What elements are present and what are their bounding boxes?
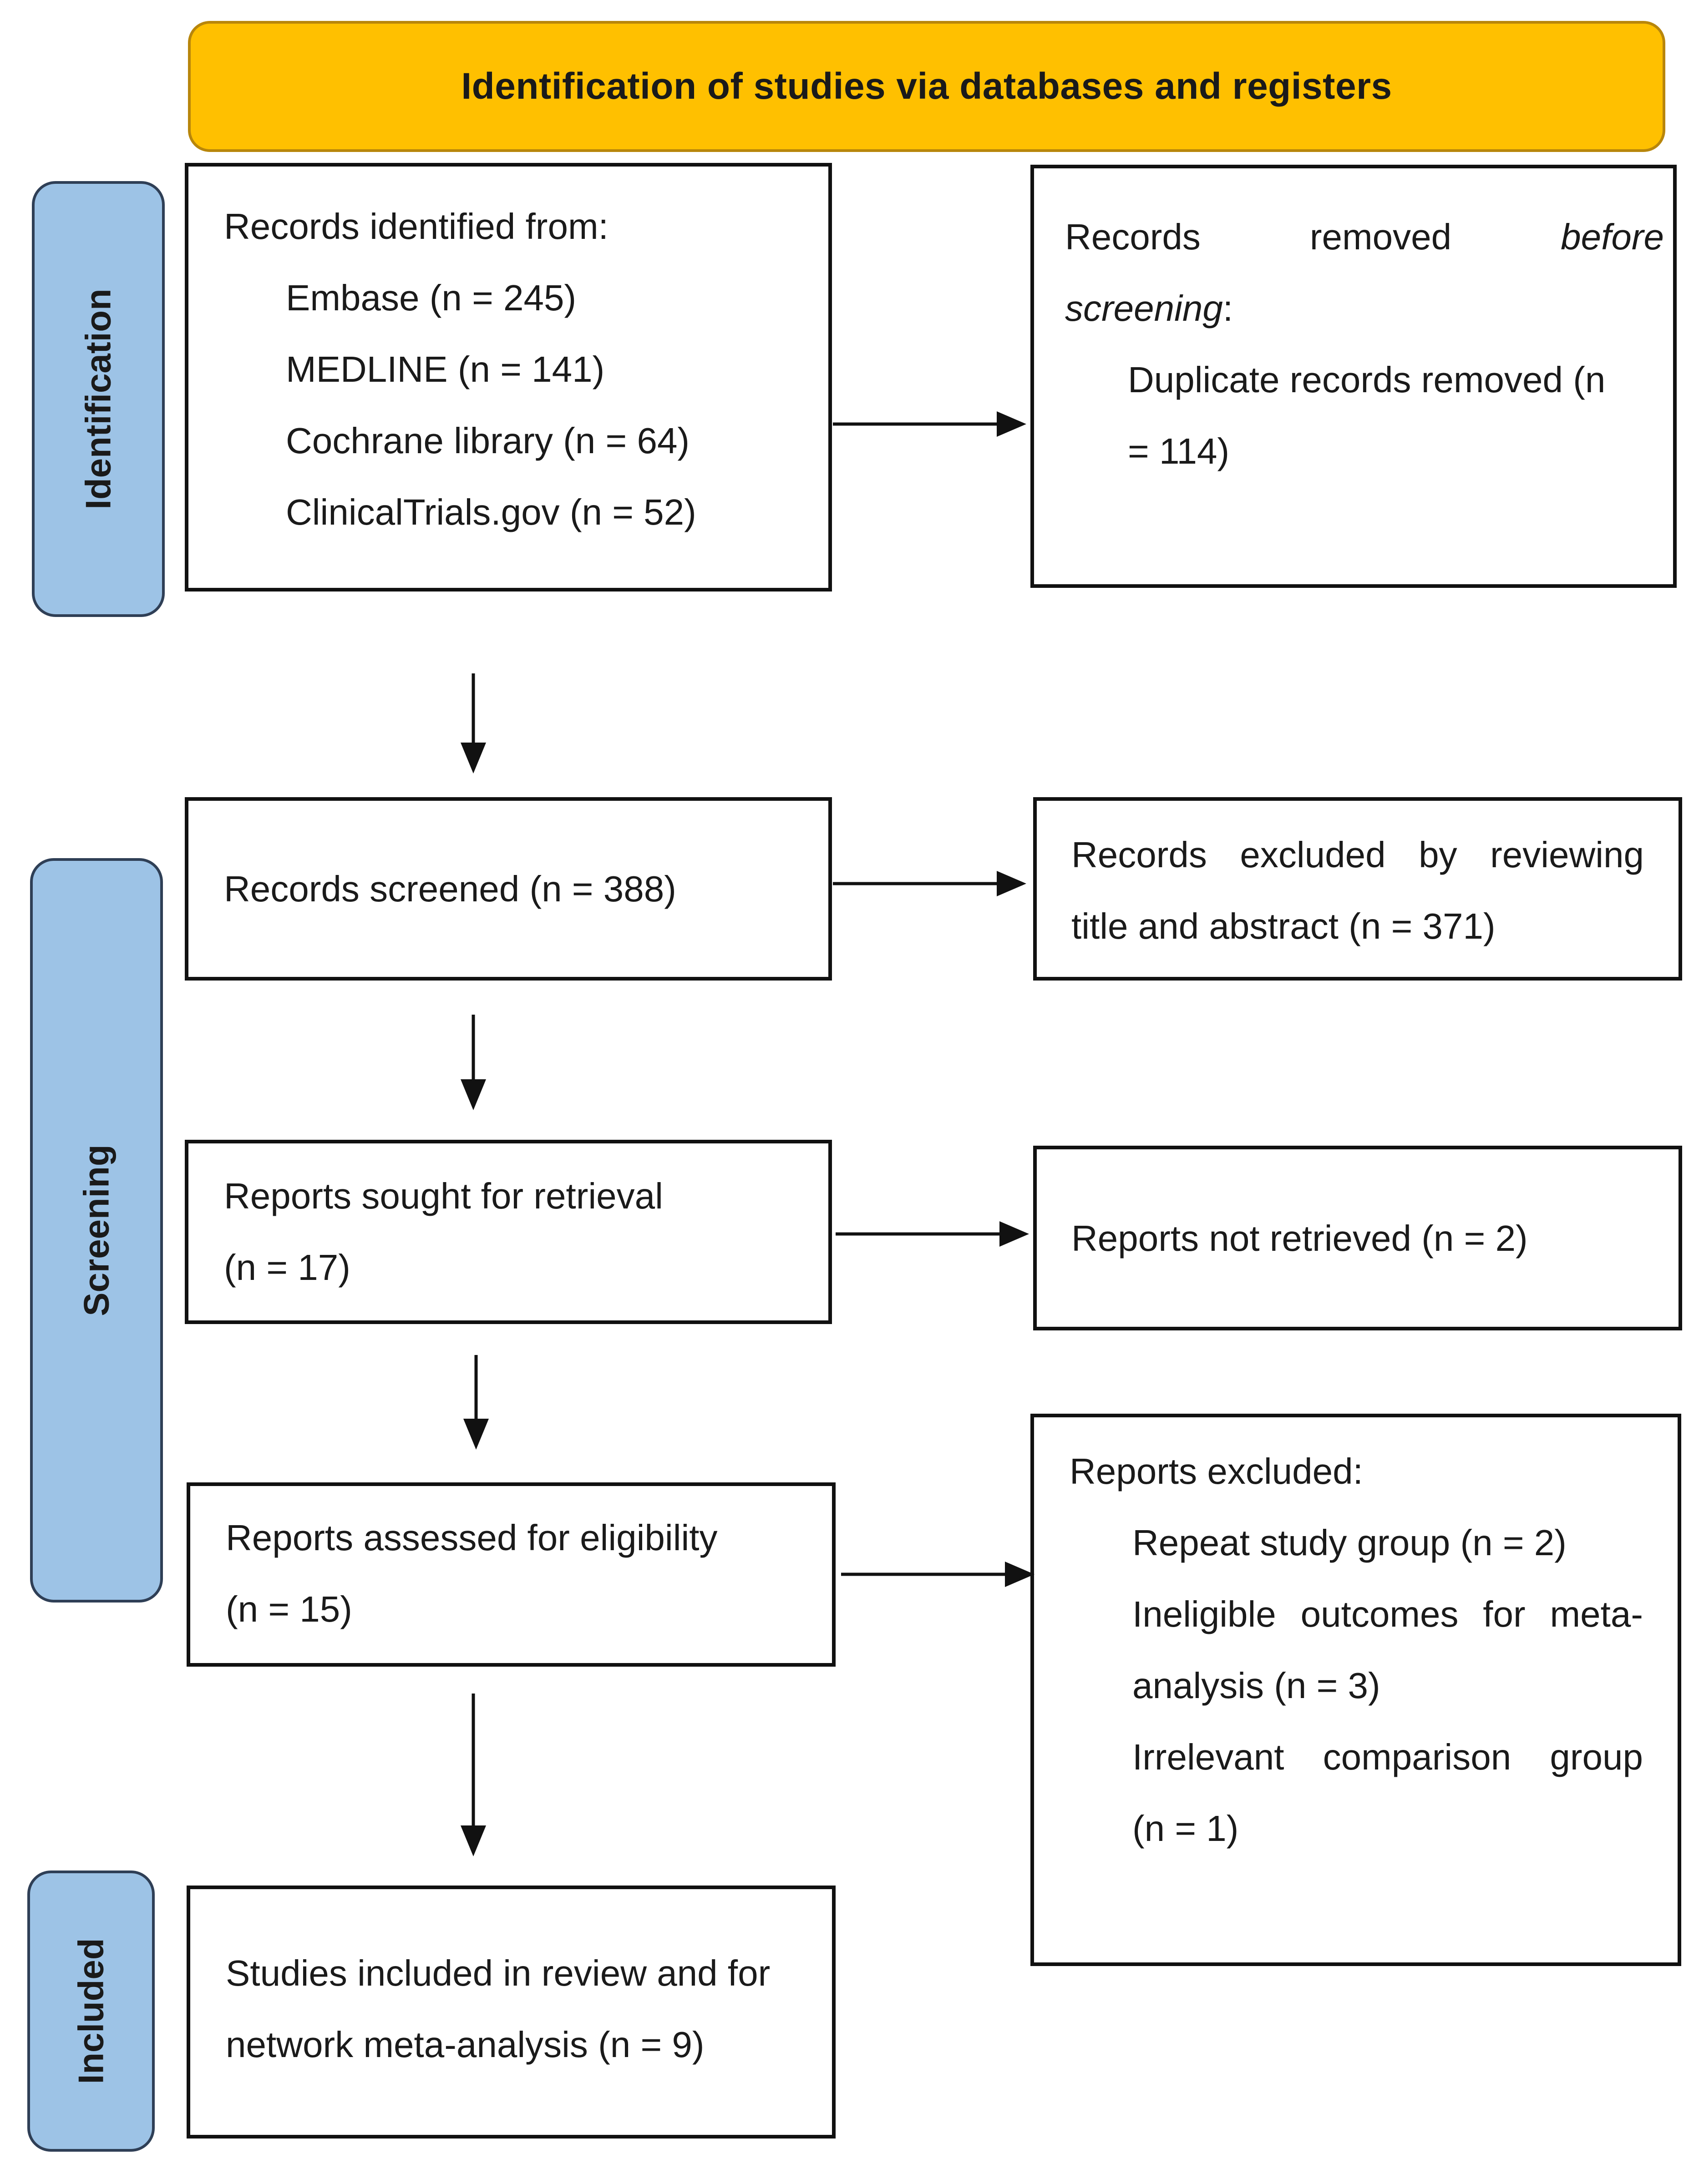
reports-excluded-reason-3-line1: Irrelevant comparison group — [1132, 1737, 1643, 1777]
source-clinicaltrials: ClinicalTrials.gov (n = 52) — [286, 492, 696, 532]
stage-identification: Identification — [32, 181, 165, 617]
reports-assessed-line1: Reports assessed for eligibility — [226, 1517, 718, 1558]
records-removed-box — [1030, 165, 1677, 588]
duplicates-line2: = 114) — [1128, 431, 1230, 471]
reports-excluded-reason-2-line1: Ineligible outcomes for meta- — [1132, 1594, 1643, 1634]
records-removed-line1-text: Records removed before — [1065, 201, 1664, 273]
records-removed-screening: screening — [1065, 288, 1223, 329]
reports-sought-box: Reports sought for retrieval (n = 17) — [185, 1140, 832, 1324]
arrowhead-sought — [461, 1079, 486, 1110]
records-screened-box: Records screened (n = 388) — [185, 797, 832, 981]
stage-label-identification: Identification — [78, 288, 118, 510]
arrowhead-included — [461, 1825, 486, 1856]
studies-included-line2: network meta-analysis (n = 9) — [226, 2024, 705, 2065]
records-identified-heading: Records identified from: — [224, 206, 609, 247]
stage-label-included: Included — [71, 1938, 111, 2084]
reports-assessed-line2: (n = 15) — [226, 1589, 352, 1629]
records-removed-colon: : — [1222, 288, 1233, 329]
records-removed-records: Records — [1065, 217, 1201, 257]
records-removed-line2: screening: — [1065, 273, 1664, 344]
reports-sought-line1: Reports sought for retrieval — [224, 1176, 663, 1216]
studies-included-box: Studies included in review and for netwo… — [187, 1886, 836, 2138]
reports-not-retrieved-box: Reports not retrieved (n = 2) — [1033, 1146, 1682, 1330]
records-excluded-line1: Records excluded by reviewing — [1071, 834, 1644, 875]
stage-screening: Screening — [30, 858, 163, 1603]
records-removed-before: before — [1561, 217, 1664, 257]
arrowhead-screened — [461, 743, 486, 774]
reports-sought-line2: (n = 17) — [224, 1247, 350, 1288]
reports-not-retrieved-text: Reports not retrieved (n = 2) — [1071, 1218, 1528, 1259]
arrowhead-assessed — [463, 1419, 489, 1450]
header-title: Identification of studies via databases … — [461, 66, 1392, 107]
records-excluded-line2: title and abstract (n = 371) — [1071, 906, 1496, 946]
reports-excluded-reason-1: Repeat study group (n = 2) — [1132, 1522, 1567, 1563]
records-screened-text: Records screened (n = 388) — [224, 869, 676, 909]
stage-included: Included — [27, 1871, 155, 2152]
source-embase: Embase (n = 245) — [286, 278, 577, 318]
duplicates-line1: Duplicate records removed (n — [1128, 359, 1606, 400]
reports-excluded-heading: Reports excluded: — [1070, 1451, 1363, 1491]
records-removed-text: Records removed before screening: Duplic… — [1065, 201, 1664, 487]
reports-excluded-reason-3-line2: (n = 1) — [1132, 1808, 1239, 1849]
source-cochrane: Cochrane library (n = 64) — [286, 420, 690, 461]
records-identified-box: Records identified from: Embase (n = 245… — [185, 163, 832, 592]
arrowhead-removed — [997, 411, 1026, 437]
arrowhead-excluded — [997, 871, 1026, 896]
reports-assessed-box: Reports assessed for eligibility (n = 15… — [187, 1482, 836, 1667]
source-medline: MEDLINE (n = 141) — [286, 349, 605, 389]
records-removed-removed: removed — [1309, 217, 1452, 257]
reports-excluded-reason-2-line2: analysis (n = 3) — [1132, 1665, 1380, 1706]
reports-excluded-box: Reports excluded: Repeat study group (n … — [1030, 1414, 1681, 1966]
stage-label-screening: Screening — [76, 1144, 117, 1316]
header-banner: Identification of studies via databases … — [188, 21, 1665, 152]
records-excluded-box: Records excluded by reviewing title and … — [1033, 797, 1682, 981]
arrowhead-not-retrieved — [999, 1221, 1029, 1247]
studies-included-line1: Studies included in review and for — [226, 1953, 771, 1993]
